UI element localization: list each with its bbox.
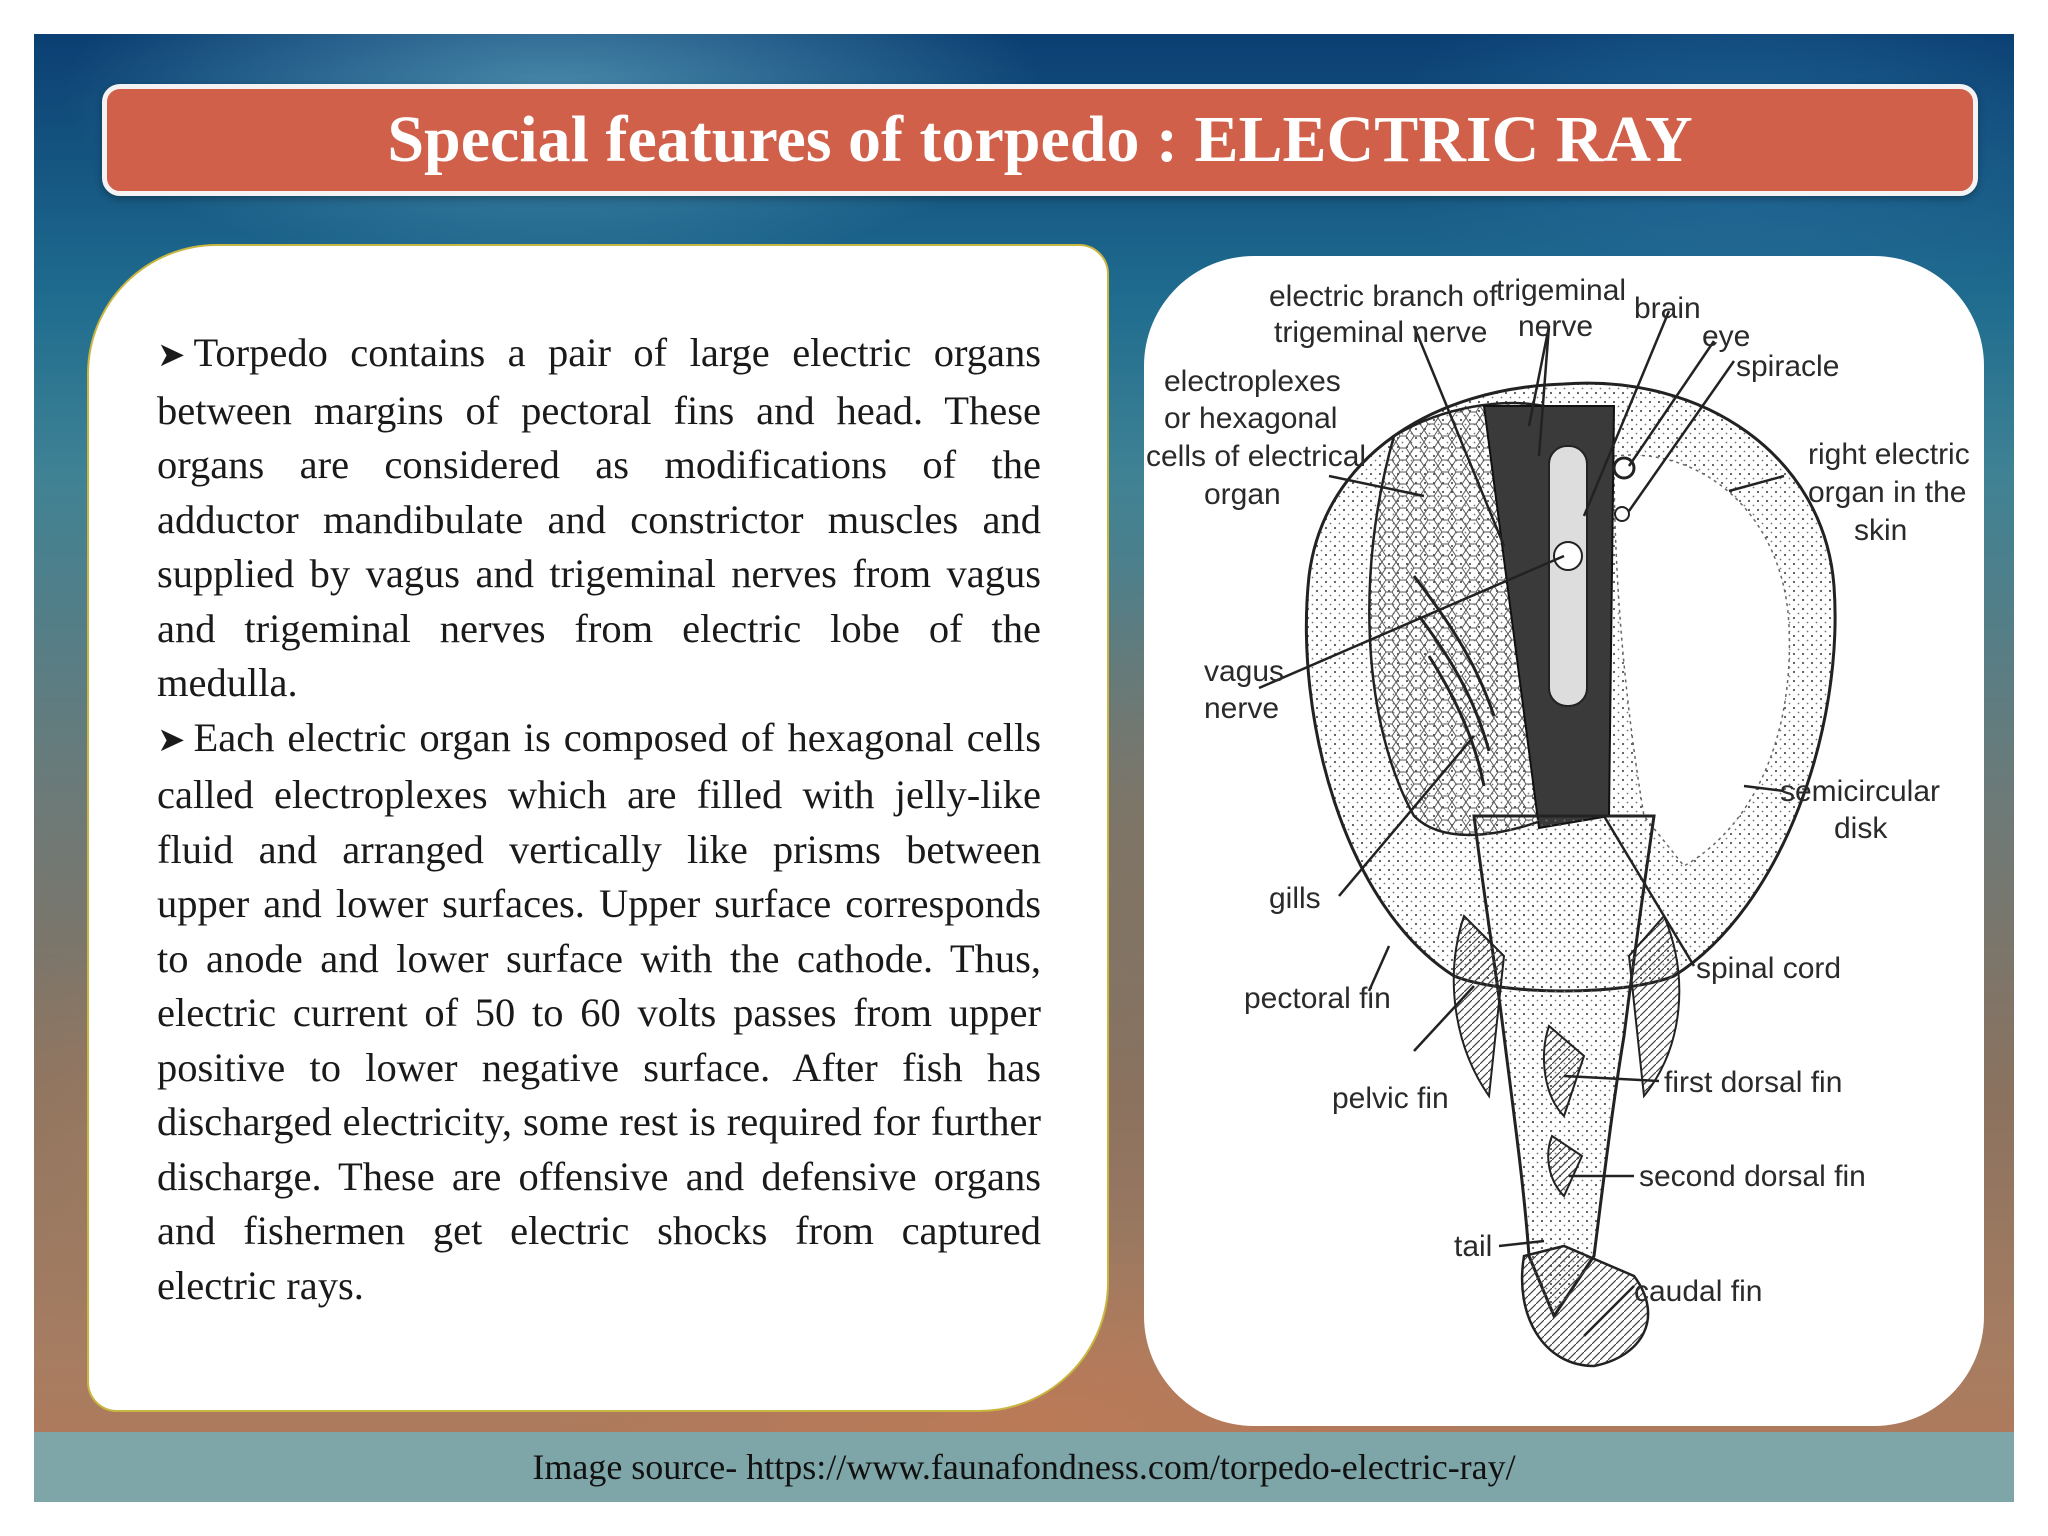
label-second-dorsal-fin: second dorsal fin — [1639, 1160, 1866, 1193]
label-electroplexes: electroplexes — [1164, 365, 1341, 398]
label-brain: brain — [1634, 292, 1701, 325]
label-tail: tail — [1454, 1230, 1492, 1263]
brain-shape — [1548, 445, 1588, 707]
label-trigeminal: nerve — [1518, 310, 1593, 343]
label-first-dorsal-fin: first dorsal fin — [1664, 1066, 1842, 1099]
gill-arcs — [1412, 575, 1496, 787]
image-source-credit: Image source- https://www.faunafondness.… — [532, 1447, 1516, 1487]
bullet-paragraph: ➤Each electric organ is composed of hexa… — [157, 711, 1041, 1314]
label-caudal-fin: caudal fin — [1634, 1275, 1762, 1308]
right-electric-organ — [1613, 454, 1791, 867]
label-right-electric-organ: skin — [1854, 514, 1907, 547]
label-pectoral-fin: pectoral fin — [1244, 982, 1391, 1015]
eye-shape — [1612, 456, 1636, 480]
label-gills: gills — [1269, 882, 1321, 915]
page-title: Special features of torpedo : ELECTRIC R… — [387, 103, 1693, 176]
second-dorsal-fin-shape — [1547, 1134, 1584, 1198]
label-electric-branch: electric branch of — [1269, 280, 1498, 313]
pelvic-fin-shape-right — [1627, 914, 1681, 1099]
label-spiracle: spiracle — [1736, 350, 1839, 383]
label-vagus-nerve: vagus — [1204, 655, 1284, 688]
text-card: ➤Torpedo contains a pair of large electr… — [87, 244, 1109, 1412]
label-electroplexes: or hexagonal — [1164, 402, 1337, 435]
arrowhead-bullet-icon: ➤ — [157, 337, 186, 374]
label-pelvic-fin: pelvic fin — [1332, 1082, 1449, 1115]
label-semicircular-disk: disk — [1834, 812, 1888, 845]
bullet-text: Each electric organ is composed of hexag… — [157, 714, 1041, 1308]
caudal-fin-shape — [1520, 1244, 1650, 1368]
electric-ray-diagram: electric branch of trigeminal nerve trig… — [1146, 274, 1970, 1368]
footer-bar: Image source- https://www.faunafondness.… — [34, 1432, 2014, 1502]
label-trigeminal: trigeminal — [1496, 274, 1626, 307]
first-dorsal-fin-shape — [1543, 1024, 1586, 1118]
pelvic-fin-shape — [1452, 914, 1506, 1099]
slide: Special features of torpedo : ELECTRIC R… — [34, 34, 2014, 1502]
label-spinal-cord: spinal cord — [1696, 952, 1841, 985]
label-right-electric-organ: organ in the — [1808, 476, 1966, 509]
label-semicircular-disk: semicircular — [1780, 775, 1940, 808]
label-right-electric-organ: right electric — [1808, 438, 1970, 471]
title-bar: Special features of torpedo : ELECTRIC R… — [102, 84, 1978, 196]
diagram-card: electric branch of trigeminal nerve trig… — [1144, 256, 1984, 1426]
bullet-paragraph: ➤Torpedo contains a pair of large electr… — [157, 326, 1041, 711]
label-vagus-nerve: nerve — [1204, 692, 1279, 725]
label-eye: eye — [1702, 320, 1750, 353]
label-electroplexes: cells of electrical — [1146, 440, 1366, 473]
label-electric-branch: trigeminal nerve — [1274, 316, 1487, 349]
leader-lines — [1258, 310, 1785, 1337]
spiracle-shape — [1614, 506, 1630, 522]
nerve-junction — [1553, 541, 1583, 571]
bullet-text: Torpedo contains a pair of large electri… — [157, 330, 1041, 705]
label-electroplexes: organ — [1204, 478, 1281, 511]
arrowhead-bullet-icon: ➤ — [157, 721, 186, 759]
